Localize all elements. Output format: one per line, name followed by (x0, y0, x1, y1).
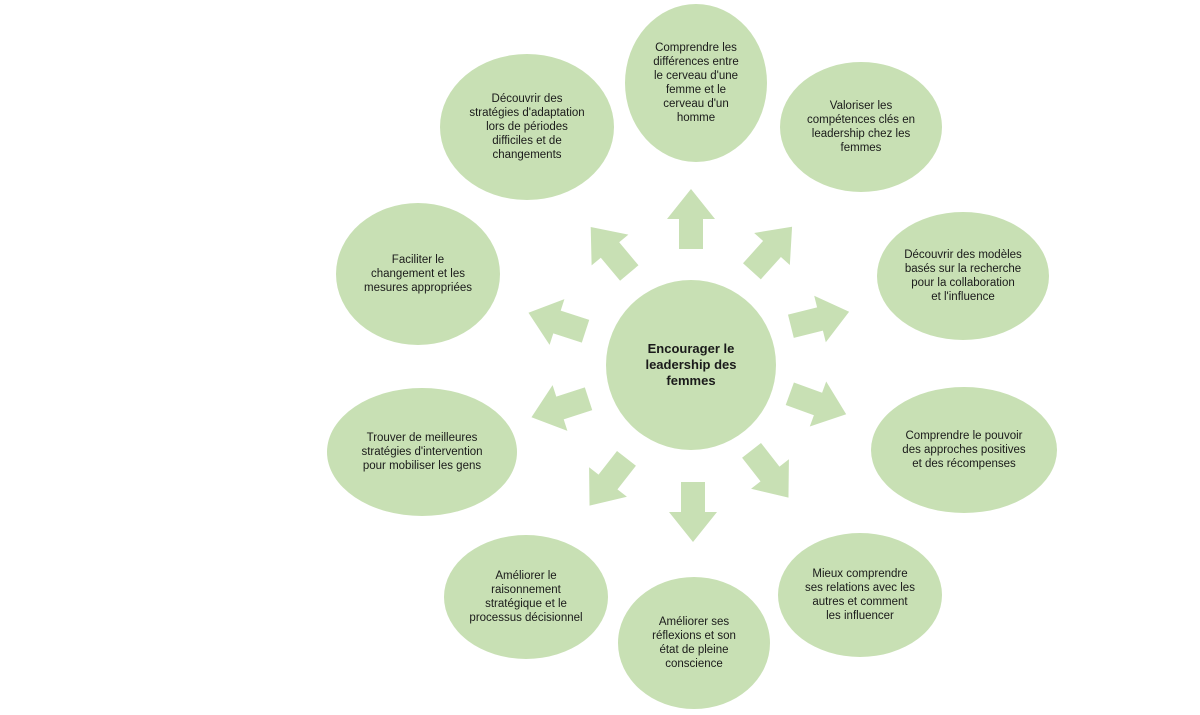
arrow-right-upper (787, 288, 851, 350)
node-relationships: Mieux comprendre ses relations avec les … (778, 533, 942, 657)
arrow-up-left (579, 219, 641, 281)
node-adaptation-strategies: Découvrir des stratégies d'adaptation lo… (440, 54, 614, 200)
node-positive-approaches: Comprendre le pouvoir des approches posi… (871, 387, 1057, 513)
arrow-down-right (739, 442, 801, 505)
node-mindfulness: Améliorer ses réflexions et son état de … (618, 577, 770, 709)
arrow-down-left (577, 450, 639, 513)
arrow-left-lower (529, 377, 593, 439)
arrow-up-right (741, 218, 803, 280)
node-intervention-strategies: Trouver de meilleures stratégies d'inter… (327, 388, 517, 516)
node-collaboration-models: Découvrir des modèles basés sur la reche… (877, 212, 1049, 340)
node-change-facilitation: Faciliter le changement et les mesures a… (336, 203, 500, 345)
arrow-down (662, 481, 724, 543)
node-strategic-reasoning: Améliorer le raisonnement stratégique et… (444, 535, 608, 659)
arrow-up (660, 188, 722, 250)
arrow-left-upper (526, 291, 590, 353)
arrow-right-lower (785, 373, 849, 435)
center-node: Encourager le leadership des femmes (606, 280, 776, 450)
node-leadership-skills: Valoriser les compétences clés en leader… (780, 62, 942, 192)
node-brain-differences: Comprendre les différences entre le cerv… (625, 4, 767, 162)
